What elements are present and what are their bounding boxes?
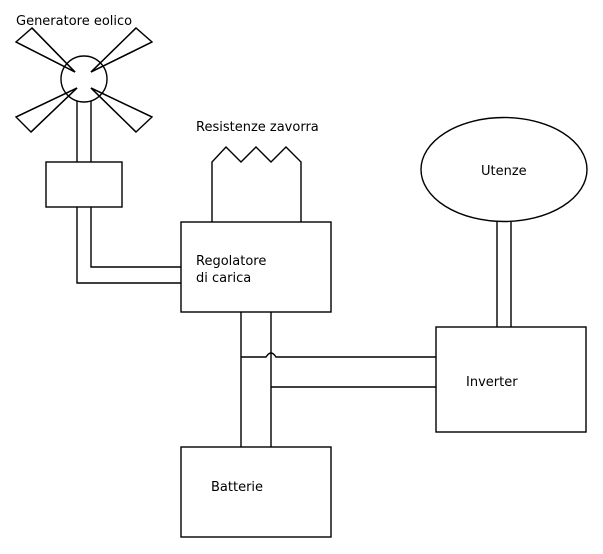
wire-with-crossover — [241, 352, 436, 358]
regulator-label-line1: Regolatore — [196, 254, 266, 269]
batteries-box — [180, 446, 332, 538]
regulator-label-line2: di carica — [196, 271, 251, 286]
blade-top-left-edge — [15, 27, 76, 73]
loads-label: Utenze — [481, 164, 527, 179]
wire — [90, 207, 181, 268]
blade-bottom-left-edge — [15, 87, 78, 133]
ballast-label: Resistenze zavorra — [196, 120, 319, 135]
generator-hub — [60, 55, 108, 103]
charge-regulator-box — [180, 221, 332, 313]
loads-ellipse — [420, 116, 588, 223]
wire — [76, 207, 181, 284]
blade-top-right — [90, 27, 154, 73]
generator-label: Generatore eolico — [16, 14, 132, 29]
ballast-resistor — [211, 145, 302, 222]
wind-generator — [14, 27, 154, 133]
batteries-label: Batterie — [211, 480, 263, 495]
blade-top-right-edge — [90, 27, 153, 73]
generator-box — [45, 161, 123, 208]
inverter-label: Inverter — [466, 375, 518, 390]
blade-bottom-right-edge — [90, 87, 153, 133]
